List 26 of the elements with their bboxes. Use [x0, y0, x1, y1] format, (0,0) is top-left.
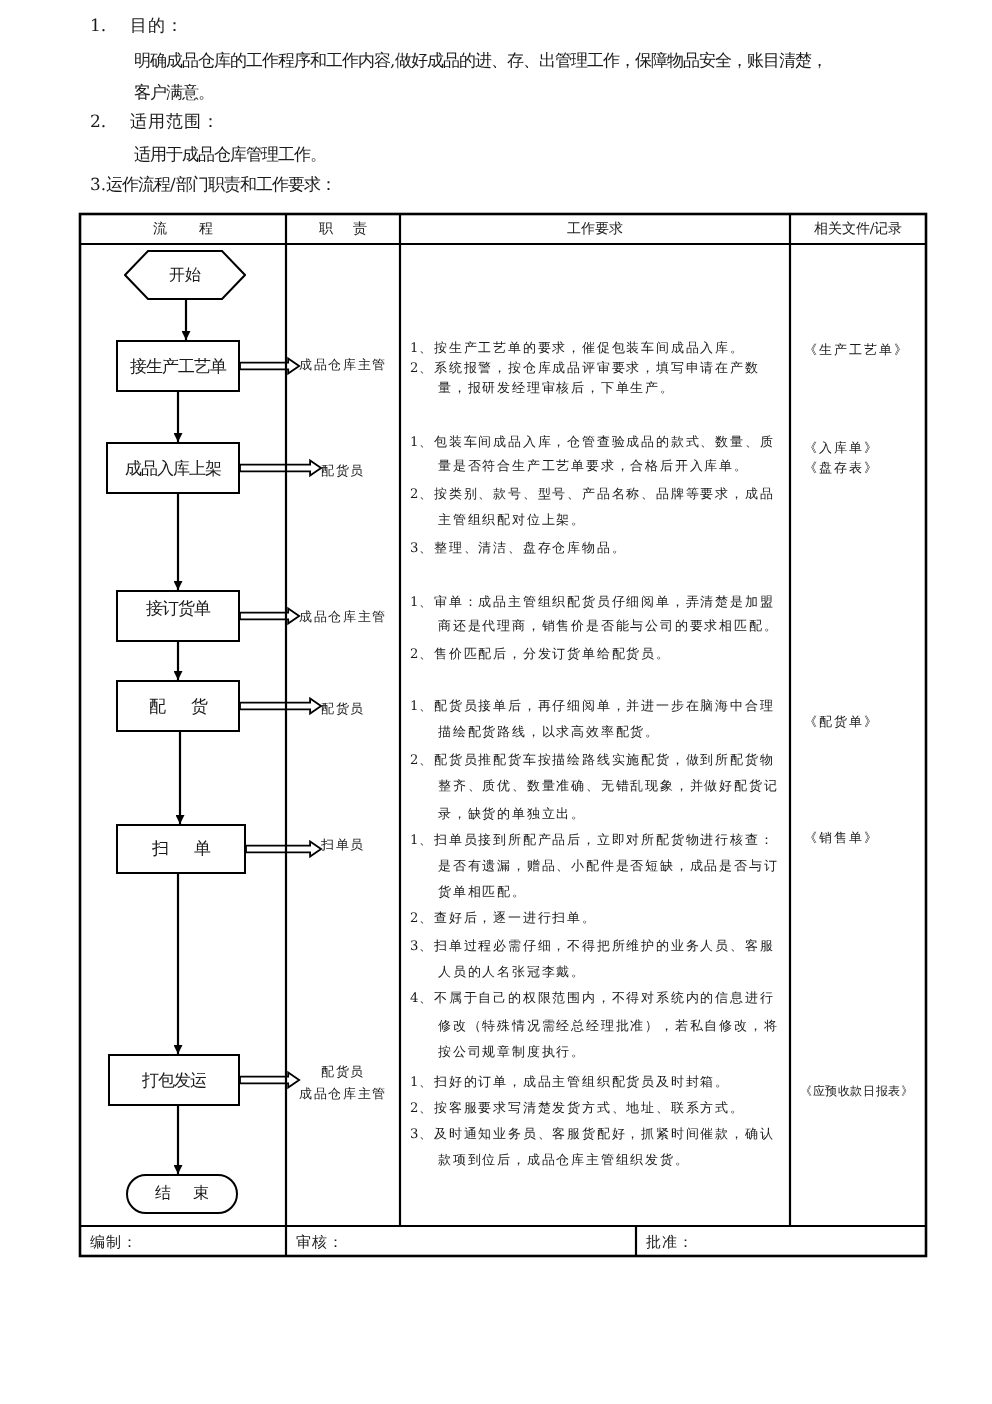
- section-heading: 2. 适用范围：: [90, 113, 220, 135]
- block-arrow: [239, 356, 301, 376]
- arrow: [175, 732, 185, 824]
- body-text: 适用于成品仓库管理工作。: [134, 143, 326, 165]
- arrow: [173, 874, 183, 1054]
- block-arrow: [245, 839, 323, 859]
- block-arrow: [239, 458, 323, 478]
- body-text: 明确成品仓库的工作程序和工作内容,做好成品的进、存、出管理工作，保障物品安全，账目清楚，客户满意。: [134, 48, 830, 106]
- section-heading: 3.运作流程/部门职责和工作要求：: [90, 173, 336, 195]
- process-box: 成品入库上架: [106, 442, 240, 494]
- block-arrow: [239, 606, 301, 626]
- start-hexagon: 开始: [124, 250, 246, 300]
- block-arrow: [239, 696, 323, 716]
- arrow: [173, 642, 183, 680]
- end-terminal: 结 束: [126, 1174, 238, 1214]
- process-box: 接生产工艺单: [116, 340, 240, 392]
- arrow: [173, 1106, 183, 1174]
- arrow: [173, 392, 183, 442]
- process-box: 打包发运: [108, 1054, 240, 1106]
- arrow: [173, 494, 183, 590]
- process-box: 接订货单: [116, 590, 240, 642]
- arrow: [181, 300, 191, 340]
- process-box: 配 货: [116, 680, 240, 732]
- block-arrow: [239, 1070, 301, 1090]
- section-heading: 1. 目的：: [90, 17, 184, 39]
- process-box: 扫 单: [116, 824, 246, 874]
